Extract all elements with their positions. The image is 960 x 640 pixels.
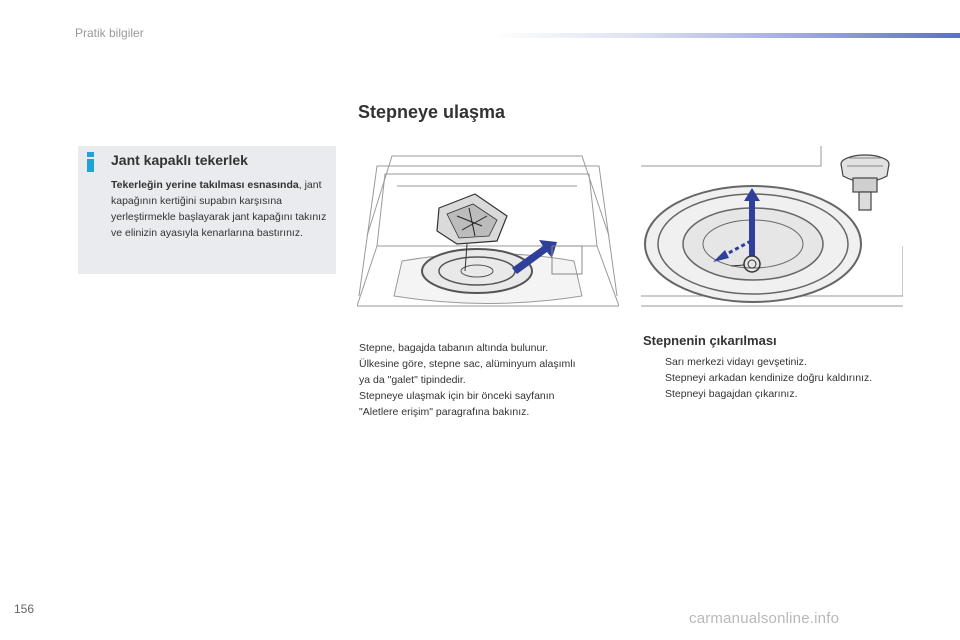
description: Stepne, bagajda tabanın altında bulunur.…: [359, 340, 629, 420]
removal-steps: Sarı merkezi vidayı gevşetiniz. Stepneyi…: [643, 354, 893, 402]
watermark: carmanualsonline.info: [689, 610, 840, 627]
info-box-title: Jant kapaklı tekerlek: [111, 152, 248, 168]
info-box: Jant kapaklı tekerlek Tekerleğin yerine …: [78, 146, 336, 274]
step-text: Stepneyi arkadan kendinize doğru kaldırı…: [665, 372, 873, 384]
description-line: Stepneye ulaşmak için bir önceki sayfanı…: [359, 390, 555, 402]
description-line: ya da "galet" tipindedir.: [359, 374, 466, 386]
list-item: Stepneyi bagajdan çıkarınız.: [643, 386, 893, 402]
info-box-text: , jant kapağının kertiğini supabın karşı…: [111, 179, 327, 239]
info-box-body: Tekerleğin yerine takılması esnasında, j…: [111, 177, 327, 241]
list-item: Stepneyi arkadan kendinize doğru kaldırı…: [643, 370, 893, 386]
description-line: Stepne, bagajda tabanın altında bulunur.: [359, 342, 549, 354]
description-line: "Aletlere erişim" paragrafına bakınız.: [359, 406, 530, 418]
step-text: Stepneyi bagajdan çıkarınız.: [665, 388, 798, 400]
section-label: Pratik bilgiler: [75, 26, 144, 40]
description-line: Ülkesine göre, stepne sac, alüminyum ala…: [359, 358, 576, 370]
list-item: Sarı merkezi vidayı gevşetiniz.: [643, 354, 893, 370]
removal-title: Stepnenin çıkarılması: [643, 333, 777, 348]
spare-wheel-removal-illustration: [641, 146, 903, 307]
info-box-bold-lead: Tekerleğin yerine takılması esnasında: [111, 179, 299, 191]
page-title: Stepneye ulaşma: [358, 102, 506, 122]
header-gradient-bar: [490, 33, 960, 38]
step-text: Sarı merkezi vidayı gevşetiniz.: [665, 356, 807, 368]
info-icon: [87, 152, 94, 172]
page-number: 156: [14, 602, 35, 616]
trunk-spare-wheel-illustration: [357, 155, 619, 307]
